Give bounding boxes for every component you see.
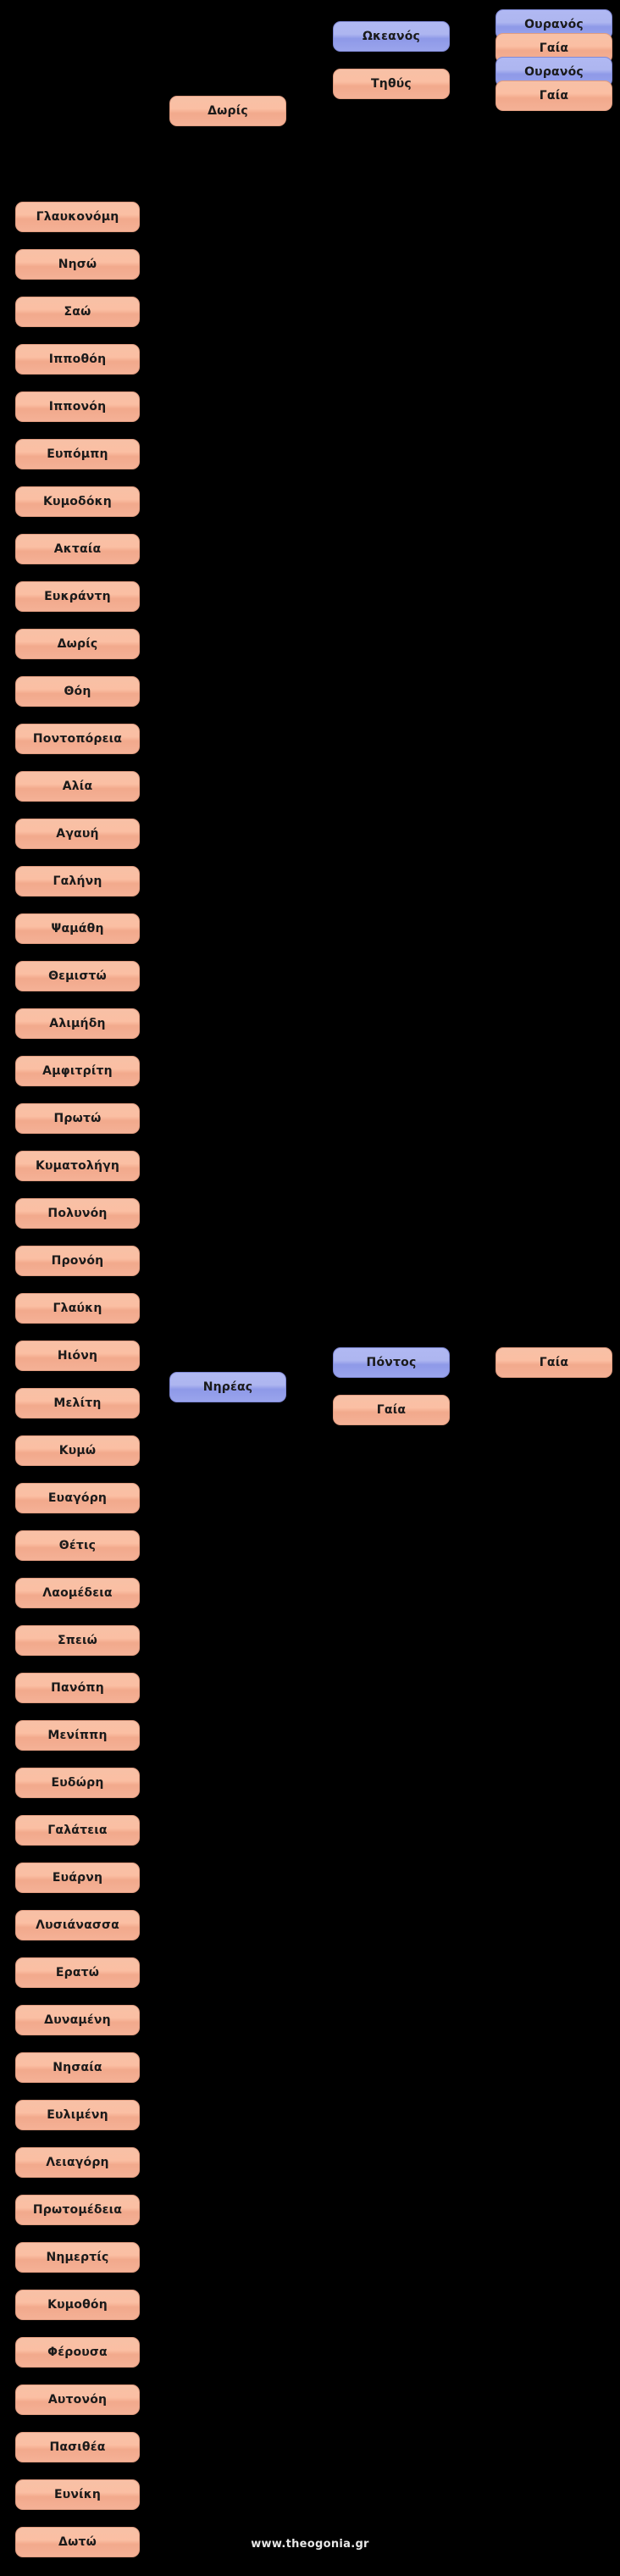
node-Ηιόνη[interactable]: Ηιόνη — [15, 1341, 140, 1371]
node-Φέρουσα[interactable]: Φέρουσα — [15, 2337, 140, 2368]
node-Γαία[interactable]: Γαία — [333, 1395, 450, 1425]
node-Γαλήνη[interactable]: Γαλήνη — [15, 866, 140, 897]
node-Σπειώ[interactable]: Σπειώ — [15, 1625, 140, 1656]
node-Αλία[interactable]: Αλία — [15, 771, 140, 802]
node-Ευαγόρη[interactable]: Ευαγόρη — [15, 1483, 140, 1513]
node-Ευλιμένη[interactable]: Ευλιμένη — [15, 2100, 140, 2130]
node-Ιπποθόη[interactable]: Ιπποθόη — [15, 344, 140, 375]
node-Πανόπη[interactable]: Πανόπη — [15, 1673, 140, 1703]
node-Σαώ[interactable]: Σαώ — [15, 297, 140, 327]
node-Λαομέδεια[interactable]: Λαομέδεια — [15, 1578, 140, 1608]
node-Ποντοπόρεια[interactable]: Ποντοπόρεια — [15, 724, 140, 754]
node-Γλαύκη[interactable]: Γλαύκη — [15, 1293, 140, 1324]
node-Ευκράντη[interactable]: Ευκράντη — [15, 581, 140, 612]
node-Δωρίς[interactable]: Δωρίς — [169, 96, 286, 126]
node-Θόη[interactable]: Θόη — [15, 676, 140, 707]
node-Λειαγόρη[interactable]: Λειαγόρη — [15, 2147, 140, 2178]
node-Ευπόμπη[interactable]: Ευπόμπη — [15, 439, 140, 469]
node-Μελίτη[interactable]: Μελίτη — [15, 1388, 140, 1418]
node-Κυματολήγη[interactable]: Κυματολήγη — [15, 1151, 140, 1181]
node-Τηθύς[interactable]: Τηθύς — [333, 69, 450, 99]
node-Ιππονόη[interactable]: Ιππονόη — [15, 391, 140, 422]
node-Δυναμένη[interactable]: Δυναμένη — [15, 2005, 140, 2035]
node-Κυμοδόκη[interactable]: Κυμοδόκη — [15, 486, 140, 517]
node-Γαία[interactable]: Γαία — [495, 80, 612, 111]
node-Αυτονόη[interactable]: Αυτονόη — [15, 2384, 140, 2415]
node-Ευνίκη[interactable]: Ευνίκη — [15, 2479, 140, 2510]
node-Πρωτομέδεια[interactable]: Πρωτομέδεια — [15, 2195, 140, 2225]
node-Αμφιτρίτη[interactable]: Αμφιτρίτη — [15, 1056, 140, 1086]
node-Πασιθέα[interactable]: Πασιθέα — [15, 2432, 140, 2462]
node-Θεμιστώ[interactable]: Θεμιστώ — [15, 961, 140, 991]
node-Νημερτίς[interactable]: Νημερτίς — [15, 2242, 140, 2273]
node-Δωτώ[interactable]: Δωτώ — [15, 2527, 140, 2557]
node-Κυμοθόη[interactable]: Κυμοθόη — [15, 2290, 140, 2320]
node-Πόντος[interactable]: Πόντος — [333, 1347, 450, 1378]
node-Γλαυκονόμη[interactable]: Γλαυκονόμη — [15, 202, 140, 232]
node-Αγαυή[interactable]: Αγαυή — [15, 819, 140, 849]
node-Γαία[interactable]: Γαία — [495, 1347, 612, 1378]
node-Δωρίς[interactable]: Δωρίς — [15, 629, 140, 659]
node-Ερατώ[interactable]: Ερατώ — [15, 1957, 140, 1988]
node-Νηρέας[interactable]: Νηρέας — [169, 1372, 286, 1402]
node-Ψαμάθη[interactable]: Ψαμάθη — [15, 913, 140, 944]
node-Ωκεανός[interactable]: Ωκεανός — [333, 21, 450, 52]
node-Νησαία[interactable]: Νησαία — [15, 2052, 140, 2083]
node-Αλιμήδη[interactable]: Αλιμήδη — [15, 1008, 140, 1039]
node-Πολυνόη[interactable]: Πολυνόη — [15, 1198, 140, 1229]
node-Μενίππη[interactable]: Μενίππη — [15, 1720, 140, 1751]
node-Προνόη[interactable]: Προνόη — [15, 1246, 140, 1276]
node-Λυσιάνασσα[interactable]: Λυσιάνασσα — [15, 1910, 140, 1940]
node-Κυμώ[interactable]: Κυμώ — [15, 1435, 140, 1466]
node-Ευδώρη[interactable]: Ευδώρη — [15, 1768, 140, 1798]
site-watermark: www.theogonia.gr — [251, 2538, 369, 2551]
node-Νησώ[interactable]: Νησώ — [15, 249, 140, 280]
node-Γαλάτεια[interactable]: Γαλάτεια — [15, 1815, 140, 1846]
node-Πρωτώ[interactable]: Πρωτώ — [15, 1103, 140, 1134]
node-Ακταία[interactable]: Ακταία — [15, 534, 140, 564]
node-Θέτις[interactable]: Θέτις — [15, 1530, 140, 1561]
node-Ευάρνη[interactable]: Ευάρνη — [15, 1863, 140, 1893]
